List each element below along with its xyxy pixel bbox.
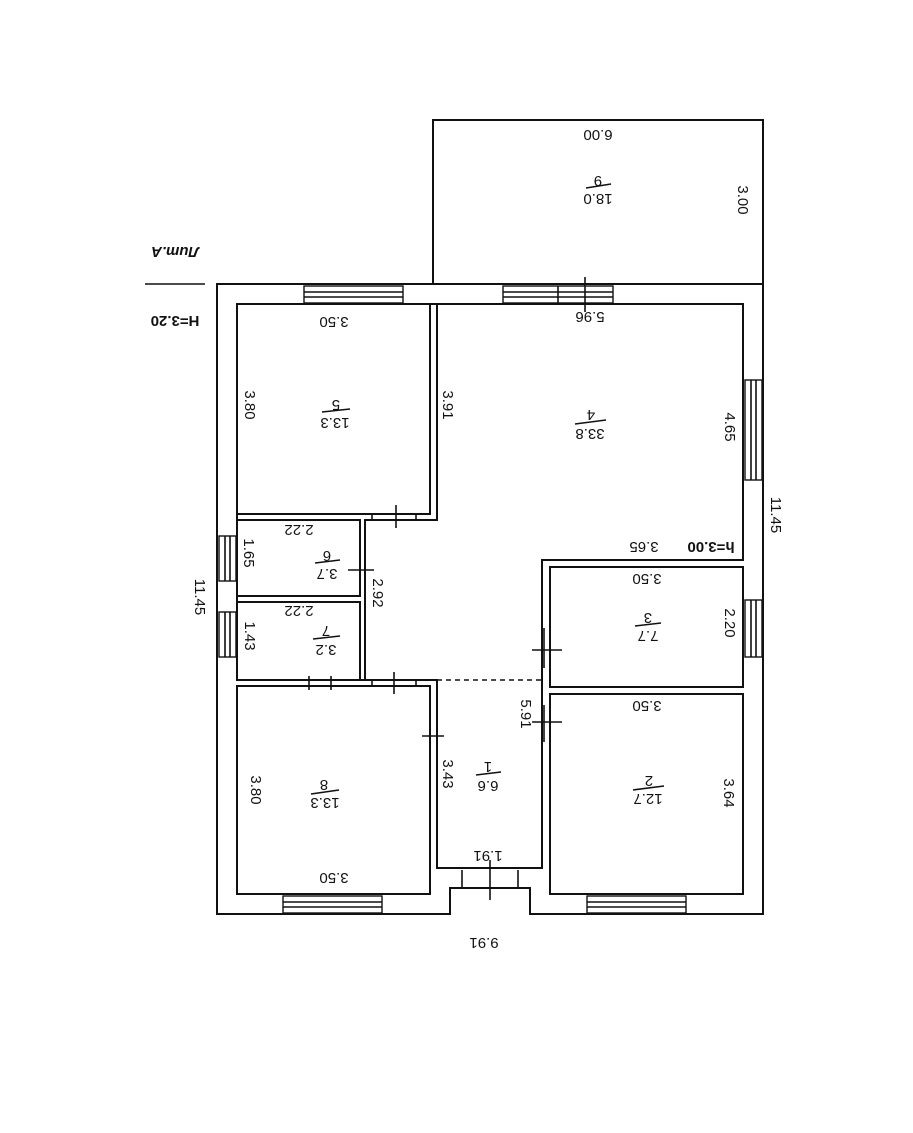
room-4-number: 4 xyxy=(587,406,595,423)
room-2-labels: 3.50 2 12.7 3.64 xyxy=(632,697,737,808)
window-top-left xyxy=(303,285,404,304)
door-room-3 xyxy=(532,628,562,668)
room-8-depth: 3.80 xyxy=(247,775,264,804)
sheet-label: Лит.А H=3.20 xyxy=(145,243,205,329)
room-5-outline xyxy=(236,303,431,515)
porch-area: 18.0 xyxy=(583,190,612,207)
room-3-width: 3.50 xyxy=(632,570,661,587)
room-2-number: 2 xyxy=(645,772,653,789)
room-4-height-note: h=3.00 xyxy=(687,538,734,555)
corridor-depth: 2.92 xyxy=(369,578,386,607)
room-2-depth: 3.64 xyxy=(720,778,737,807)
room-outlines xyxy=(236,303,744,895)
room-4-side: 3.91 xyxy=(439,390,456,419)
door-room-2 xyxy=(532,705,562,742)
room-2-outline xyxy=(549,693,744,895)
room-4-lower-width: 3.65 xyxy=(629,538,658,555)
room-2-width: 3.50 xyxy=(632,697,661,714)
room-1-labels: 1 6.6 3.43 1.91 xyxy=(439,758,503,864)
room-7-depth: 1.43 xyxy=(241,621,258,650)
room-1-number: 1 xyxy=(484,758,492,775)
porch-number: 9 xyxy=(594,172,602,189)
room-7-width: 2.22 xyxy=(284,602,313,619)
outer-wall xyxy=(216,283,764,915)
room-7-number: 7 xyxy=(322,622,330,639)
porch-depth: 3.00 xyxy=(734,185,751,214)
room-3-depth: 2.20 xyxy=(721,608,738,637)
porch-width: 6.00 xyxy=(583,126,612,143)
room-1-depth: 3.43 xyxy=(439,759,456,788)
room-7-labels: 2.22 7 3.2 1.43 xyxy=(241,602,341,658)
room-1-width: 1.91 xyxy=(473,847,502,864)
room-3-outline xyxy=(549,566,744,688)
room-3-number: 3 xyxy=(644,609,652,626)
room-6-width: 2.22 xyxy=(284,521,313,538)
window-top-right xyxy=(502,285,614,304)
room-6-area: 3.7 xyxy=(317,565,338,582)
door-room-5 xyxy=(371,505,417,528)
room-4-labels: 5.96 4 33.8 3.91 4.65 3.65 h=3.00 xyxy=(439,308,738,555)
room-6-outline xyxy=(236,519,361,597)
door-room-7 xyxy=(308,676,332,690)
room-5-width: 3.50 xyxy=(319,313,348,330)
room-3-area: 7.7 xyxy=(638,627,659,644)
room-4-area: 33.8 xyxy=(575,425,604,442)
room-8-labels: 8 13.3 3.80 3.50 xyxy=(247,775,349,886)
window-left-upper xyxy=(218,535,237,582)
overall-depth-right: 11.45 xyxy=(767,497,784,533)
door-entrance xyxy=(461,860,519,900)
doors xyxy=(308,277,586,900)
room-7-area: 3.2 xyxy=(316,641,337,658)
window-bottom-right xyxy=(586,895,687,914)
window-right-upper xyxy=(744,379,763,481)
room-2-area: 12.7 xyxy=(633,790,662,807)
overall-depth-left: 11.45 xyxy=(191,579,208,615)
room-8-area: 13.3 xyxy=(310,794,339,811)
door-room-8 xyxy=(371,672,444,737)
corridor-opening: 5.91 xyxy=(517,699,534,728)
room-8-number: 8 xyxy=(320,776,328,793)
porch-outline xyxy=(432,119,764,285)
room-4-width: 5.96 xyxy=(575,308,604,325)
room-5-labels: 3.50 5 13.3 3.80 xyxy=(241,313,351,431)
room-5-area: 13.3 xyxy=(320,414,349,431)
room-5-number: 5 xyxy=(332,396,340,413)
room-6-number: 6 xyxy=(323,547,331,564)
overall-width: 9.91 xyxy=(469,934,498,951)
room-4-depth: 4.65 xyxy=(721,412,738,441)
room-5-depth: 3.80 xyxy=(241,390,258,419)
window-right-lower xyxy=(744,599,763,658)
window-bottom-left xyxy=(282,895,383,914)
windows xyxy=(218,285,763,914)
room-1-area: 6.6 xyxy=(478,777,499,794)
room-8-width: 3.50 xyxy=(319,869,348,886)
room-3-labels: 3.50 3 7.7 2.20 xyxy=(632,570,738,644)
room-6-labels: 2.22 6 3.7 1.65 xyxy=(240,521,341,582)
height-label: H=3.20 xyxy=(151,312,200,329)
room-7-outline xyxy=(236,601,361,681)
window-left-lower xyxy=(218,611,237,658)
room-6-depth: 1.65 xyxy=(240,538,257,567)
room-8-outline xyxy=(236,685,431,895)
sheet-label-text: Лит.А xyxy=(151,243,200,260)
porch-labels: 6.00 9 18.0 3.00 xyxy=(583,126,751,215)
